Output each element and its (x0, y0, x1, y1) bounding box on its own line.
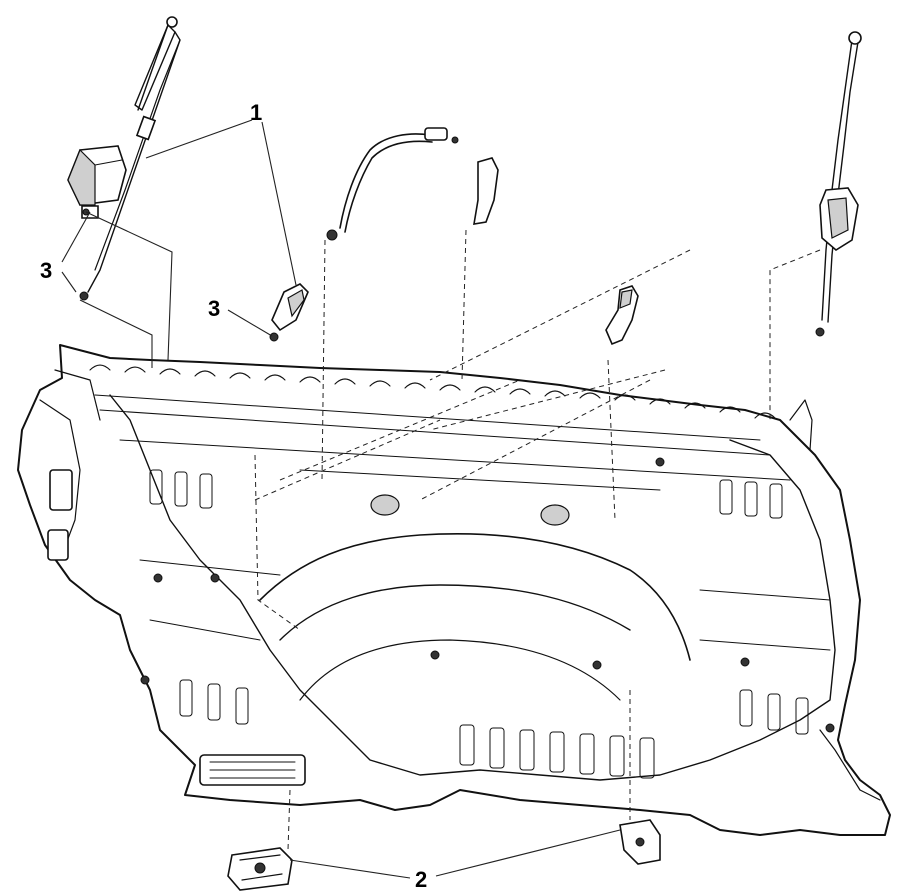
assembly-lines (254, 229, 821, 851)
leader-lines (61, 119, 621, 879)
callout-3-mid: 3 (208, 296, 220, 321)
center-buckle-stalks (326, 127, 639, 346)
callout-2: 2 (415, 867, 427, 892)
floor-panel-icon (17, 344, 891, 836)
anchor-plate-icon (227, 819, 661, 891)
seat-belt-retractor-icon (67, 16, 181, 301)
seat-belt-buckle-icon (269, 283, 309, 342)
callout-1: 1 (250, 100, 262, 125)
seat-belt-retractor-right-icon (815, 31, 862, 337)
callout-3-left: 3 (40, 258, 52, 283)
